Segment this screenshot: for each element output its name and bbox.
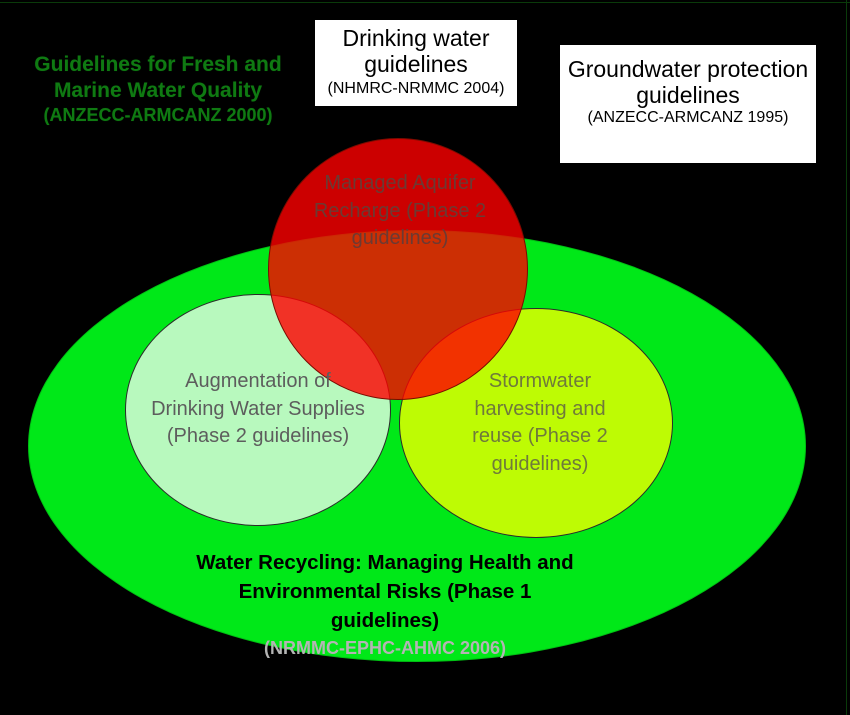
anzecc-label-main: Guidelines for Fresh and Marine Water Qu…: [34, 53, 282, 103]
frame-right-divider: [846, 0, 847, 715]
anzecc-label-citation: (ANZECC-ARMCANZ 2000): [43, 105, 273, 126]
callout-groundwater-title: Groundwater protection guidelines: [567, 56, 809, 108]
callout-drinking-water-guidelines: Drinking water guidelines (NHMRC-NRMMC 2…: [315, 20, 517, 106]
set-managed-aquifer-recharge-circle: [268, 138, 528, 400]
label-phase1-title: Water Recycling: Managing Health and Env…: [196, 551, 574, 633]
callout-drinking-water-title: Drinking water guidelines: [342, 25, 490, 77]
anzecc-fresh-marine-label: Guidelines for Fresh and Marine Water Qu…: [8, 52, 308, 126]
callout-groundwater-protection-guidelines: Groundwater protection guidelines (ANZEC…: [560, 45, 816, 163]
label-phase1-citation: (NRMMC-EPHC-AHMC 2006): [263, 638, 506, 659]
label-phase1-water-recycling: Water Recycling: Managing Health and Env…: [185, 548, 585, 662]
callout-groundwater-citation: (ANZECC-ARMCANZ 1995): [587, 108, 789, 126]
frame-top-divider: [0, 2, 850, 3]
callout-drinking-water-citation: (NHMRC-NRMMC 2004): [327, 79, 505, 97]
